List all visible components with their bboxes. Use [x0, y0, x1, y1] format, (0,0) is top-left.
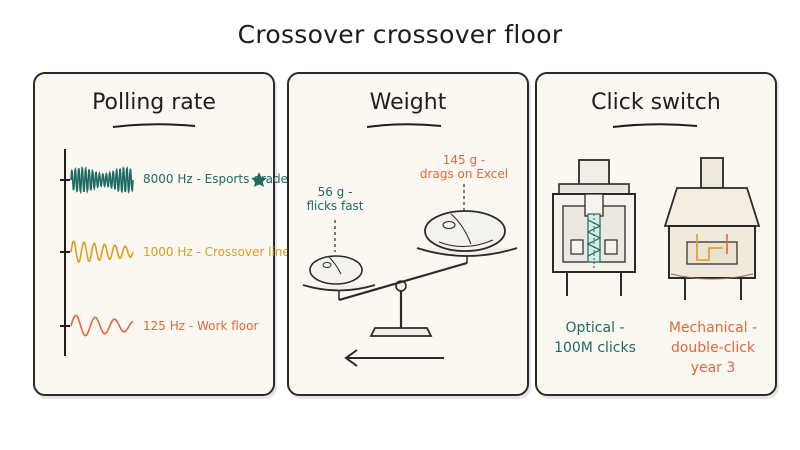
heavy-weight-label: 145 g - drags on Excel: [409, 153, 519, 181]
wave-1000hz: [70, 240, 134, 264]
label-1000hz: 1000 Hz - Crossover line: [143, 245, 290, 259]
label-125hz: 125 Hz - Work floor: [143, 319, 259, 333]
polling-rate-title: Polling rate: [92, 90, 216, 115]
mechanical-switch-icon: [663, 157, 761, 300]
mechanical-label: Mechanical - double-click year 3: [657, 318, 769, 378]
page-title: Crossover crossover floor: [237, 20, 563, 49]
heavy-weight-line2: drags on Excel: [419, 167, 509, 181]
heavy-pan: [416, 247, 518, 257]
heavy-weight-line1: 145 g -: [442, 153, 486, 167]
left-arrow-icon: [344, 349, 444, 367]
optical-line2: 100M clicks: [554, 340, 636, 356]
title-underline: [112, 123, 196, 128]
click-switch-illustration: [552, 123, 761, 300]
click-switch-title: Click switch: [591, 90, 721, 115]
mechanical-line2: double-click: [670, 340, 756, 356]
star-icon: [251, 172, 267, 187]
mechanical-line3: year 3: [690, 360, 736, 376]
wave-125hz: [70, 314, 134, 337]
title-underline: [612, 123, 698, 128]
optical-switch-icon: [552, 159, 636, 296]
mechanical-line1: Mechanical -: [668, 320, 758, 336]
scale-base: [369, 327, 433, 337]
label-8000hz: 8000 Hz - Esports grade: [143, 172, 289, 186]
scale-beam: [338, 261, 468, 302]
optical-line1: Optical -: [565, 320, 625, 336]
click-switch-panel: Click switch Optical - 100M clicks Mecha…: [535, 72, 777, 396]
polling-rate-illustration: [60, 123, 267, 356]
light-mouse-icon: [309, 255, 363, 285]
weight-title: Weight: [369, 90, 447, 115]
light-weight-line1: 56 g -: [317, 185, 353, 199]
weight-panel: Weight 56 g - flicks fast 145 g - drags …: [287, 72, 529, 396]
optical-label: Optical - 100M clicks: [545, 318, 645, 358]
wave-8000hz: [70, 165, 134, 195]
light-weight-label: 56 g - flicks fast: [295, 185, 375, 213]
heavy-mouse-icon: [424, 210, 506, 252]
polling-rate-panel: Polling rate 8000 Hz - Esports grade 100…: [33, 72, 290, 396]
title-underline: [366, 123, 442, 128]
light-pan: [302, 284, 376, 292]
weight-scale-illustration: [302, 123, 518, 367]
light-weight-line2: flicks fast: [306, 199, 364, 213]
